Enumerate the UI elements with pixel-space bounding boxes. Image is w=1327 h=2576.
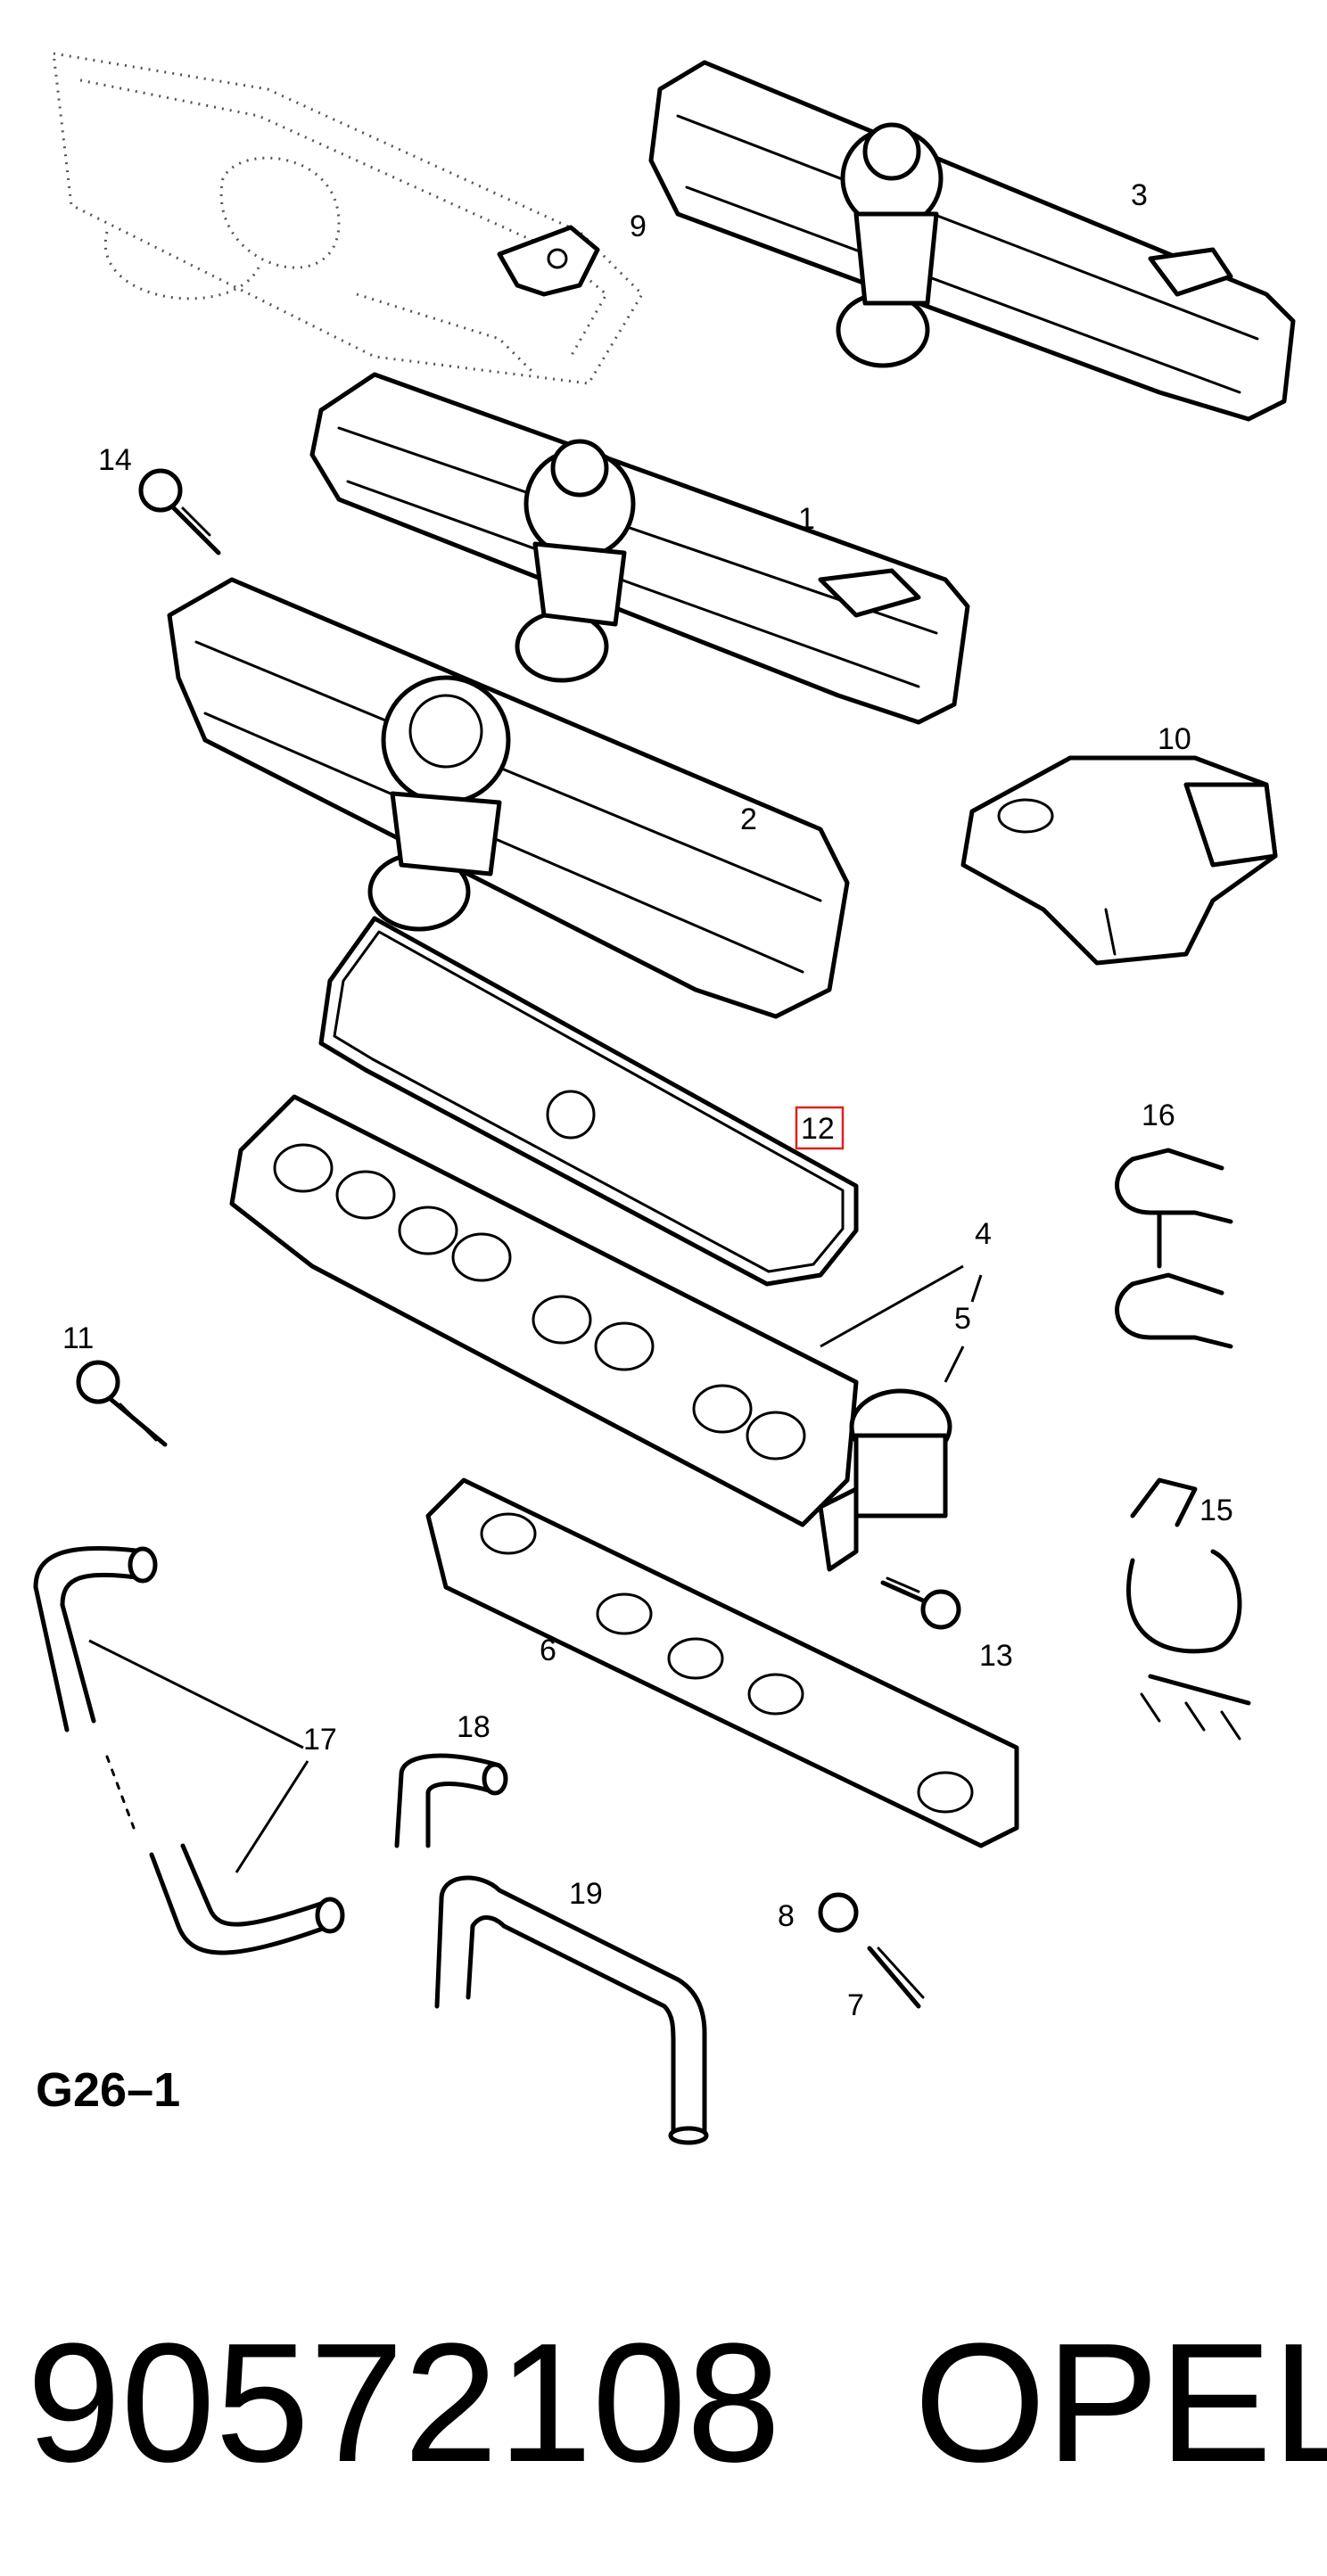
callout-12-highlight: [795, 1106, 845, 1150]
stud-part-7: [867, 1946, 925, 2009]
hose-part-17: [33, 1545, 345, 1955]
bolt-part-11: [76, 1360, 168, 1447]
callout-10: 10: [1158, 722, 1191, 756]
callout-12: 12: [801, 1112, 835, 1146]
callout-2: 2: [740, 802, 757, 836]
gasket-part-12: [318, 916, 859, 1287]
callout-13: 13: [979, 1639, 1013, 1673]
callout-14: 14: [98, 443, 132, 477]
ghost-manifold-dotted: [52, 52, 644, 385]
manifold-part-3: [648, 60, 1296, 422]
bracket-part-9: [497, 225, 600, 297]
figure-code: G26–1: [36, 2063, 180, 2117]
brand-name: OPEL: [914, 2309, 1327, 2498]
callout-18: 18: [457, 1710, 490, 1744]
callout-16: 16: [1142, 1099, 1175, 1132]
callout-3: 3: [1131, 178, 1148, 212]
bolt-part-13: [880, 1576, 961, 1630]
callout-9: 9: [630, 210, 647, 243]
hose-part-19: [434, 1875, 709, 2145]
callout-11: 11: [62, 1321, 94, 1355]
gasket-part-6: [425, 1477, 1019, 1848]
valve-part-5: [818, 1388, 952, 1572]
callout-8: 8: [778, 1899, 795, 1933]
callout-1: 1: [798, 502, 815, 536]
manifold-part-1: [309, 372, 970, 725]
hose-part-18: [394, 1753, 508, 1848]
callout-15: 15: [1199, 1494, 1233, 1527]
callout-17: 17: [303, 1723, 337, 1757]
sensor-part-10: [960, 755, 1278, 966]
clip-part-15: [1126, 1477, 1251, 1741]
callout-5: 5: [954, 1302, 971, 1336]
part-number: 90572108: [27, 2309, 780, 2498]
callout-4: 4: [975, 1217, 992, 1251]
callout-6: 6: [540, 1634, 556, 1667]
callout-7: 7: [847, 1988, 864, 2022]
nut-part-8: [818, 1892, 859, 1933]
manifold-part-2: [167, 577, 850, 1019]
gasket-part-4: [229, 1094, 859, 1527]
clip-part-16: [1115, 1148, 1233, 1349]
leader-lines: [88, 1264, 983, 1873]
bolt-part-14: [138, 468, 221, 556]
callout-19: 19: [569, 1877, 603, 1911]
